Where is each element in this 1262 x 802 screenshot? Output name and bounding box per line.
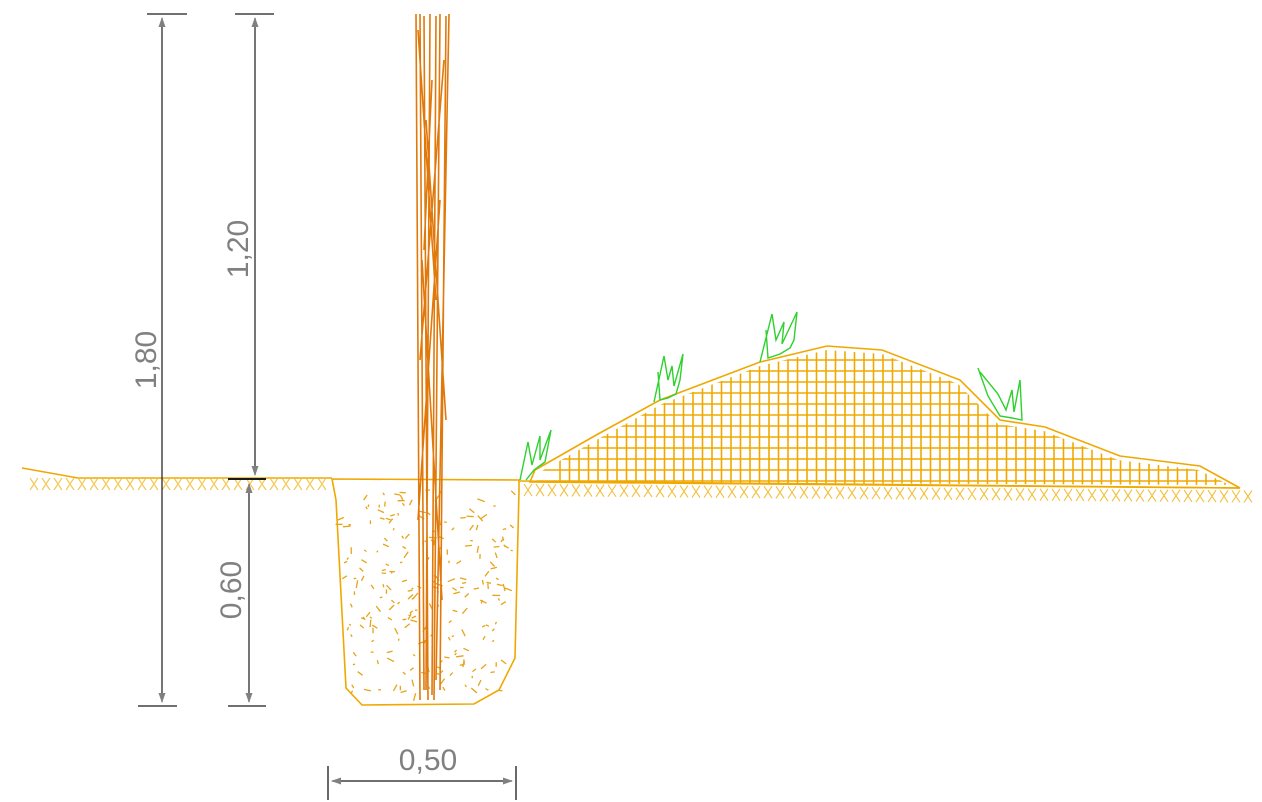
ground-surface [21, 467, 1253, 503]
dimension-below-ground: 0,60 [215, 483, 266, 707]
dimension-above-ground: 1,20 [222, 13, 274, 480]
grass-tuft [653, 353, 684, 403]
dimension-trench-width: 0,50 [327, 744, 517, 800]
dimension-total-height: 1,80 [130, 13, 187, 707]
dimension-label-total-height: 1,80 [130, 331, 163, 389]
dimension-label-below-ground: 0,60 [215, 561, 248, 619]
grass-tuft [977, 367, 1023, 421]
dimension-label-trench-width: 0,50 [399, 744, 457, 777]
dimension-label-above-ground: 1,20 [222, 220, 255, 278]
willow-stakes [415, 13, 450, 701]
ground-hatching [29, 477, 1253, 503]
grass-tufts [519, 311, 1023, 481]
grass-tuft [519, 429, 552, 481]
soil-mound [528, 345, 1241, 489]
grass-tuft [759, 311, 798, 363]
